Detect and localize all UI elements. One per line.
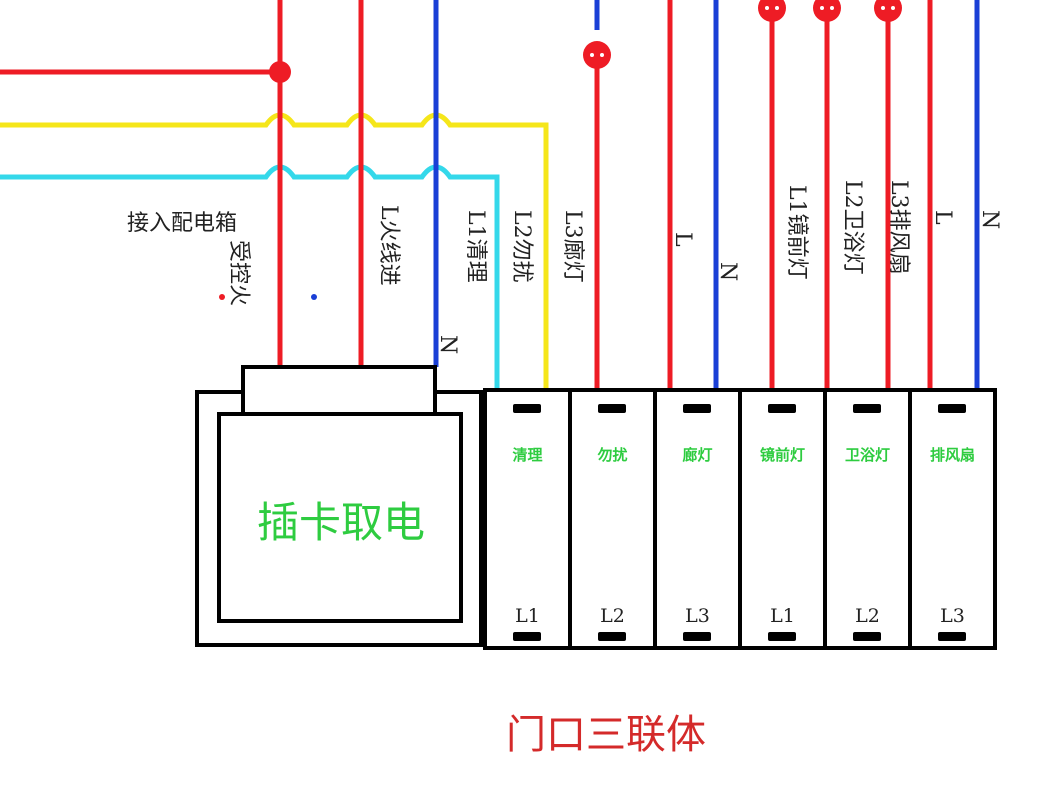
switch-name: 清理 bbox=[512, 446, 542, 464]
junction-dot bbox=[269, 61, 291, 83]
lamp-terminal-bath bbox=[813, 0, 841, 22]
label-l-right: L bbox=[930, 210, 955, 225]
label-live-in: L火线进 bbox=[376, 205, 401, 286]
label-l3-corridor: L3廊灯 bbox=[560, 210, 585, 283]
card-power-switch: 插卡取电 bbox=[195, 365, 483, 647]
terminal-bottom bbox=[938, 632, 966, 641]
switch-frame bbox=[823, 388, 912, 650]
switch-frame bbox=[653, 388, 742, 650]
lamp-terminal-corridor bbox=[583, 41, 611, 69]
terminal-top bbox=[598, 404, 626, 413]
switch-name: 廊灯 bbox=[682, 446, 712, 464]
lamp-terminal-mirror bbox=[758, 0, 786, 22]
switch-cell[interactable]: 清理 L1 bbox=[483, 388, 572, 650]
switch-name: 卫浴灯 bbox=[845, 446, 890, 464]
switch-gang-label: L2 bbox=[600, 605, 625, 627]
label-l-mid: L bbox=[670, 232, 695, 247]
card-switch-label: 插卡取电 bbox=[257, 498, 425, 547]
label-controlled-live: 受控火 bbox=[226, 240, 251, 306]
switch-gang-label: L3 bbox=[685, 605, 710, 627]
label-n-right: N bbox=[977, 210, 1002, 229]
label-l2-dnd: L2勿扰 bbox=[509, 210, 534, 283]
label-n-mid: N bbox=[715, 262, 740, 281]
terminal-bottom bbox=[768, 632, 796, 641]
switch-cell[interactable]: 镜前灯 L1 bbox=[738, 388, 827, 650]
switch-panel: 清理 L1 勿扰 L2 廊灯 L3 镜前灯 L1 卫浴灯 L2 排风扇 L3 bbox=[483, 388, 997, 650]
marker-dot-blue bbox=[311, 294, 317, 300]
switch-name: 勿扰 bbox=[596, 446, 627, 464]
lamp-terminal-fan bbox=[874, 0, 902, 22]
label-l1-clean: L1清理 bbox=[463, 210, 488, 283]
switch-gang-label: L1 bbox=[770, 605, 795, 627]
switch-cell[interactable]: 勿扰 L2 bbox=[568, 388, 657, 650]
switch-gang-label: L3 bbox=[940, 605, 965, 627]
switch-gang-label: L2 bbox=[855, 605, 880, 627]
label-l3-fan: L3排风扇 bbox=[886, 180, 911, 275]
switch-frame bbox=[568, 388, 657, 650]
marker-dot-red bbox=[219, 294, 225, 300]
label-neutral-left: N bbox=[435, 335, 460, 354]
switch-cell[interactable]: 廊灯 L3 bbox=[653, 388, 742, 650]
switch-frame bbox=[483, 388, 572, 650]
terminal-top bbox=[938, 404, 966, 413]
terminal-bottom bbox=[853, 632, 881, 641]
switch-frame bbox=[908, 388, 997, 650]
terminal-bottom bbox=[513, 632, 541, 641]
terminal-top bbox=[513, 404, 541, 413]
terminal-bottom bbox=[598, 632, 626, 641]
switch-name: 排风扇 bbox=[930, 446, 975, 464]
label-l2-bath: L2卫浴灯 bbox=[840, 180, 865, 275]
footer-title: 门口三联体 bbox=[506, 712, 706, 758]
terminal-bottom bbox=[683, 632, 711, 641]
label-l1-mirror: L1镜前灯 bbox=[784, 185, 809, 280]
terminal-top bbox=[683, 404, 711, 413]
label-distribution-box: 接入配电箱 bbox=[127, 211, 237, 236]
switch-gang-label: L1 bbox=[515, 605, 540, 627]
terminal-top bbox=[853, 404, 881, 413]
terminal-top bbox=[768, 404, 796, 413]
switch-name: 镜前灯 bbox=[760, 446, 805, 464]
switch-cell[interactable]: 卫浴灯 L2 bbox=[823, 388, 912, 650]
switch-cell[interactable]: 排风扇 L3 bbox=[908, 388, 997, 650]
switch-frame bbox=[738, 388, 827, 650]
